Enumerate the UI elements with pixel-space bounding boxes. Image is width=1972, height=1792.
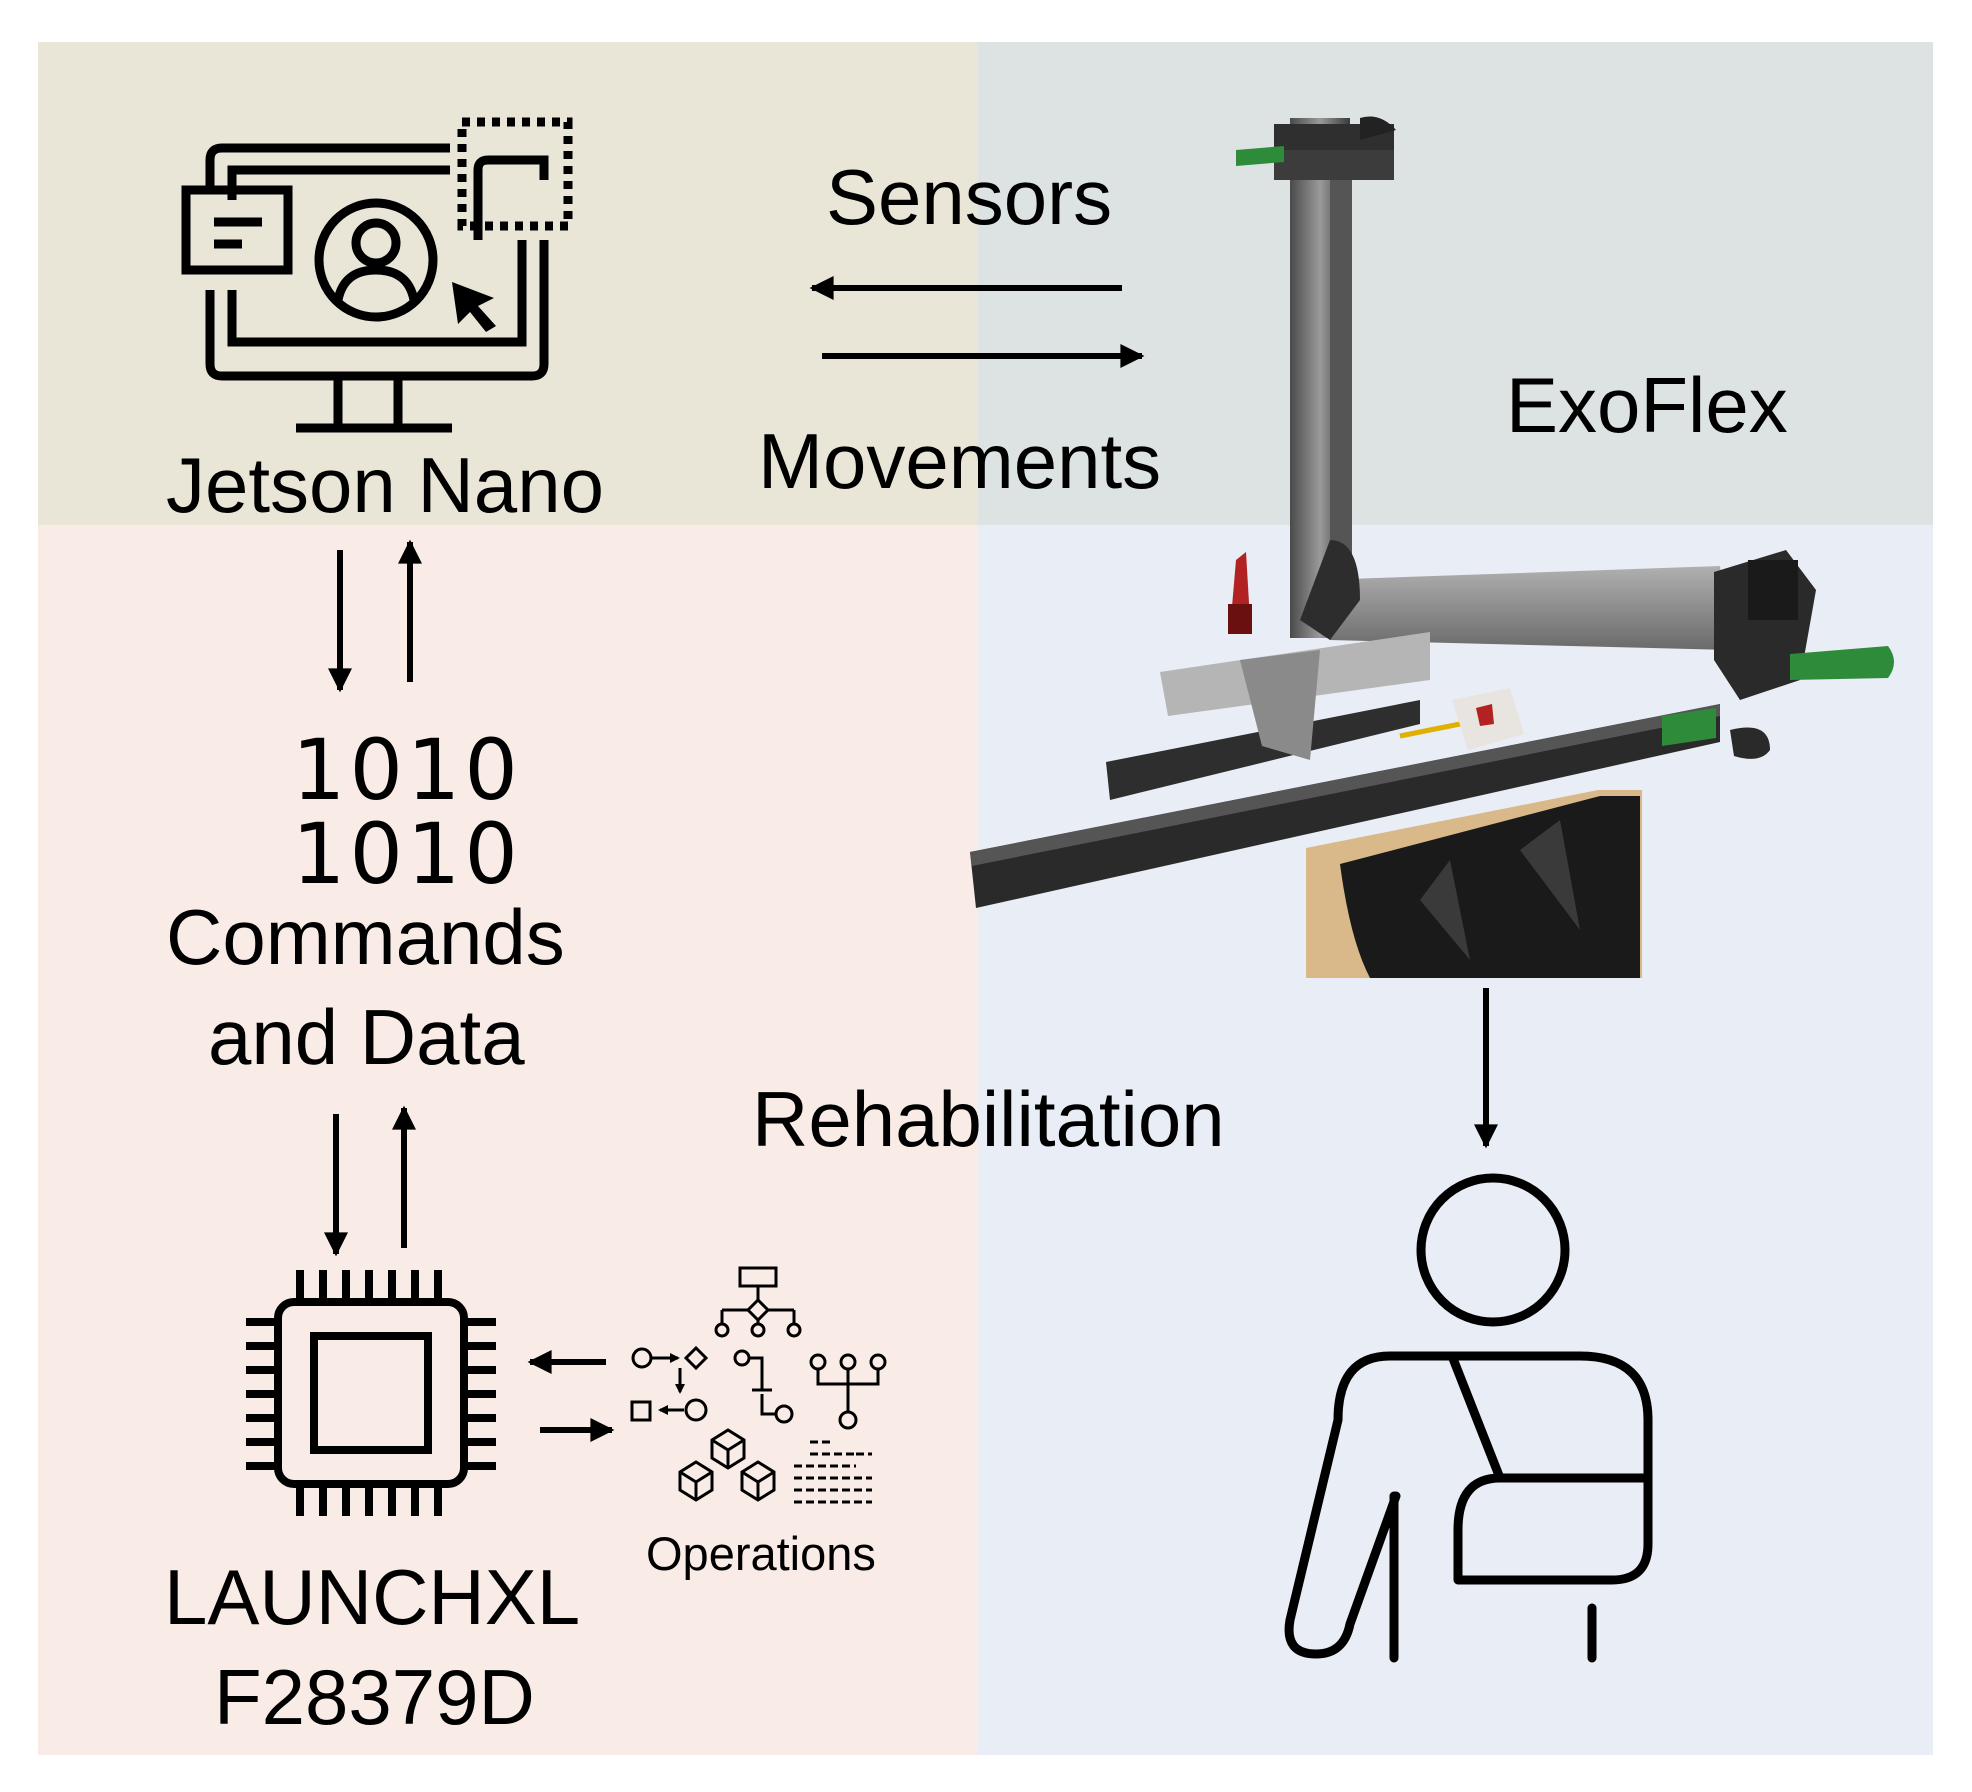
movements-label: Movements xyxy=(758,417,1162,505)
binary-row-2: 1010 xyxy=(292,805,522,903)
exoflex-robot-image xyxy=(970,116,1894,978)
panel-exoflex xyxy=(978,42,1933,525)
rehabilitation-label: Rehabilitation xyxy=(752,1075,1225,1163)
and-data-label: and Data xyxy=(208,993,525,1081)
operations-label: Operations xyxy=(646,1527,876,1580)
patient-arm-sling-icon xyxy=(1284,1173,1653,1663)
board-name-label: LAUNCHXL xyxy=(164,1553,581,1641)
operations-flowchart-icon xyxy=(630,1266,887,1504)
jetson-nano-label: Jetson Nano xyxy=(166,441,604,529)
microcontroller-chip-icon xyxy=(246,1270,496,1516)
binary-row-1: 1010 xyxy=(292,721,522,819)
exoflex-label: ExoFlex xyxy=(1506,361,1788,449)
panel-commands xyxy=(38,525,978,1755)
commands-label: Commands xyxy=(166,893,565,981)
computer-monitor-icon xyxy=(181,117,573,433)
board-model-label: F28379D xyxy=(214,1653,535,1741)
sensors-label: Sensors xyxy=(826,153,1113,241)
